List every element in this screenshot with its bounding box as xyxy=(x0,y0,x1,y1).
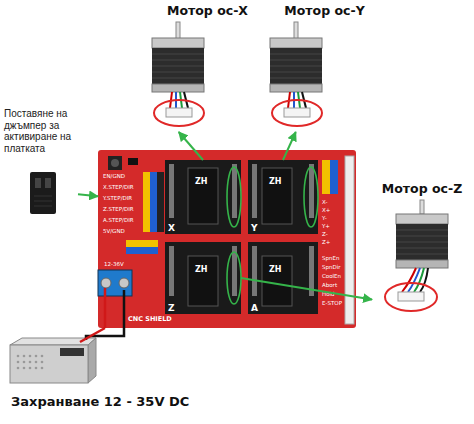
chip-marking: ZH xyxy=(195,266,208,274)
chip-marking: ZH xyxy=(269,178,282,186)
node-label: A xyxy=(251,303,258,313)
node-label: Поставяне на джъмпер за активиране на пл… xyxy=(4,108,78,154)
cnc-shield-board: CNC SHIELD X Y Z A xyxy=(98,150,356,328)
connection-arrow xyxy=(78,194,98,196)
jumper: Поставяне на джъмпер за активиране на пл… xyxy=(4,108,78,220)
pin-label: EN/GND xyxy=(103,174,125,180)
pin-label: Z- xyxy=(322,232,328,238)
chip-marking: ZH xyxy=(269,266,282,274)
stepper-driver: Y xyxy=(248,160,318,234)
stepper-driver: Z xyxy=(165,242,241,314)
node-label: CNC SHIELD xyxy=(128,316,172,323)
stepper-driver: A xyxy=(248,242,318,314)
pin-label: Y- xyxy=(322,216,327,222)
node-label: Мотор ос-X xyxy=(145,4,270,18)
pin-label: E-STOP xyxy=(322,301,342,307)
chip-marking: ZH xyxy=(195,178,208,186)
jumper-drawing xyxy=(30,172,56,214)
pin-label: SpnEn xyxy=(322,256,339,262)
node-label: Мотор ос-Z xyxy=(372,182,472,196)
pin-label: 12-36V xyxy=(104,262,124,268)
stepper-motor-drawing xyxy=(270,22,322,126)
stepper-motor: Мотор ос-X xyxy=(145,4,270,132)
pin-label: 5V/GND xyxy=(103,229,125,235)
node-label: Мотор ос-Y xyxy=(262,4,387,18)
stepper-driver: X xyxy=(165,160,241,234)
pin-label: Y+ xyxy=(322,224,330,230)
pin-label: Abort xyxy=(322,283,337,289)
pin-label: Z.STEP/DIR xyxy=(103,207,134,213)
power-wire xyxy=(80,328,105,342)
stepper-motor: Мотор ос-Y xyxy=(262,4,387,132)
pin-label: X- xyxy=(322,200,327,206)
node-label: Z xyxy=(168,303,175,313)
stepper-motor-drawing xyxy=(385,200,448,311)
pin-label: A.STEP/DIR xyxy=(103,218,134,224)
power-supply-drawing xyxy=(10,338,96,383)
pin-label: Y.STEP/DIR xyxy=(103,196,132,202)
pin-label: X.STEP/DIR xyxy=(103,185,134,191)
pin-label: CoolEn xyxy=(322,274,341,280)
pin-label: X+ xyxy=(322,208,330,214)
pin-label: Hold xyxy=(322,292,335,298)
node-label: Y xyxy=(251,223,258,233)
stepper-motor-drawing xyxy=(152,22,204,126)
node-label: X xyxy=(168,223,175,233)
pin-label: Z+ xyxy=(322,240,330,246)
node-label: Захранване 12 - 35V DC xyxy=(11,395,189,410)
pin-label: SpnDir xyxy=(322,265,341,271)
stepper-motor: Мотор ос-Z xyxy=(372,182,472,322)
power-supply: Захранване 12 - 35V DC xyxy=(5,342,235,412)
